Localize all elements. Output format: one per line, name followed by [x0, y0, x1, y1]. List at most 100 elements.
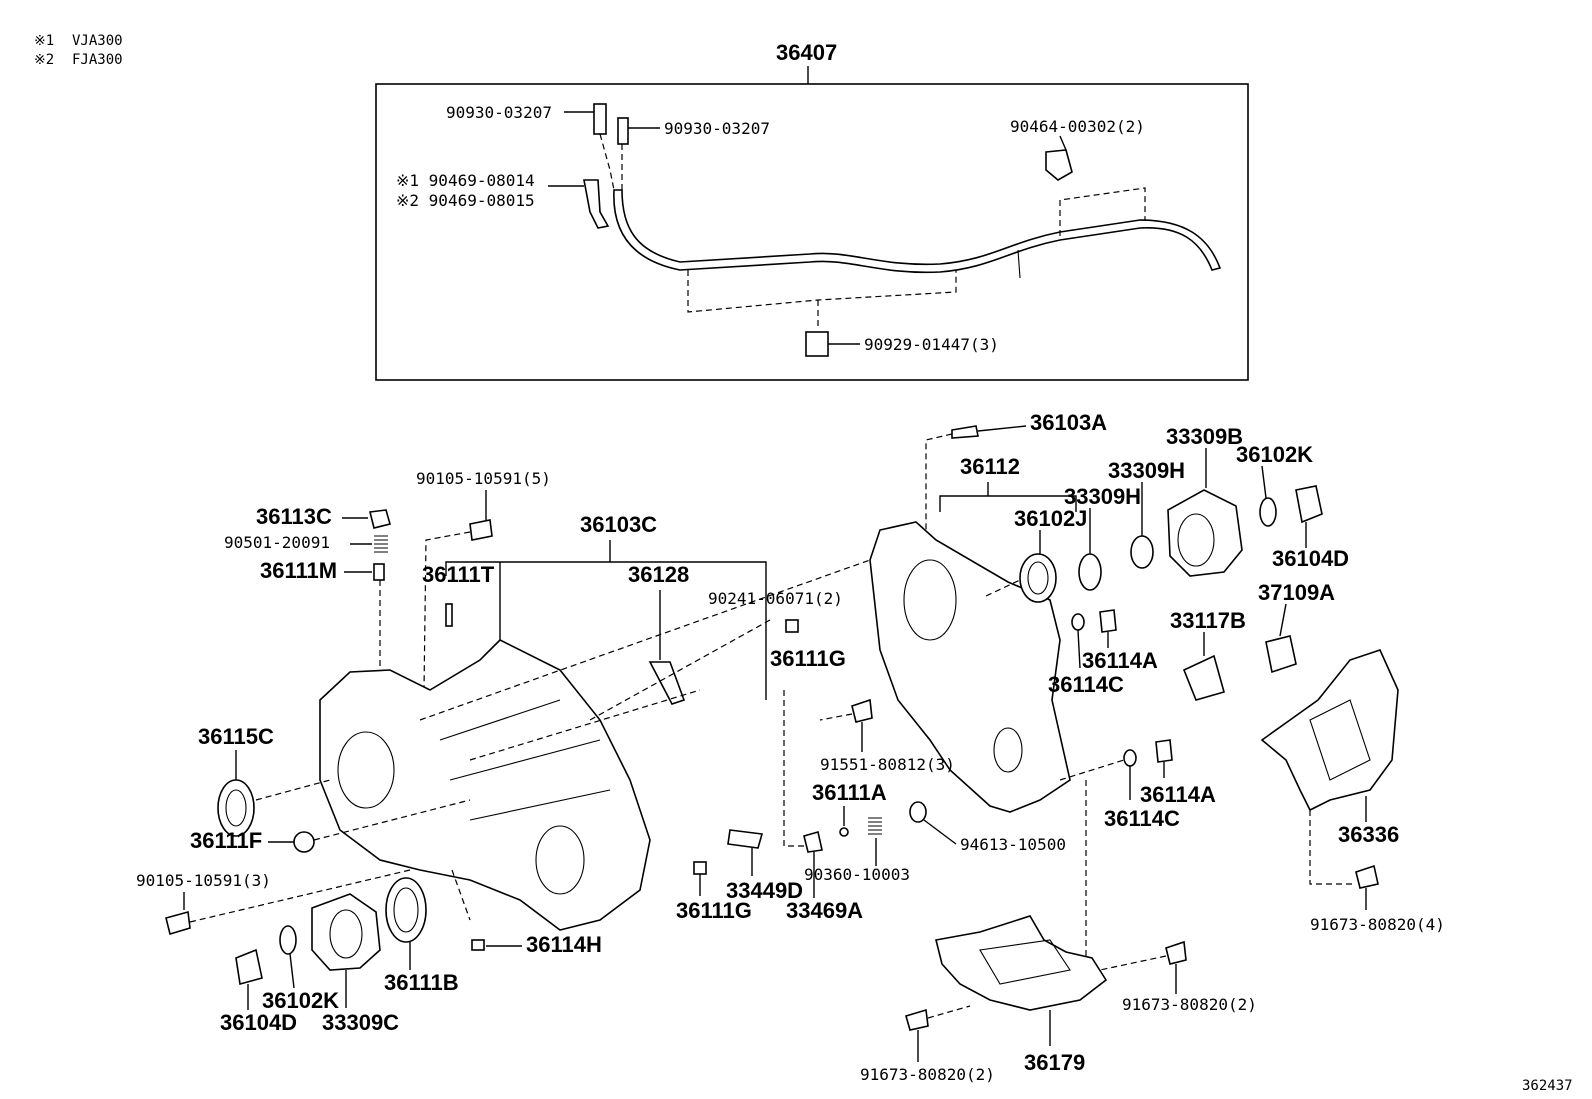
bolt-36103A — [951, 425, 979, 439]
bracket-36336 — [1260, 649, 1399, 812]
label-90105b: 90105-10591(3) — [136, 871, 271, 890]
note-1-text: VJA300 — [72, 33, 123, 49]
block-33449D — [727, 829, 764, 849]
note-2-text: FJA300 — [72, 52, 123, 68]
plug-36114H — [471, 939, 485, 951]
breather-plug-2 — [617, 117, 629, 145]
nut-36104D-r — [1295, 485, 1323, 524]
label-36111G-b: 36111G — [676, 898, 752, 923]
plug-36114A-b — [1155, 739, 1173, 763]
plug-33469A — [803, 830, 823, 853]
label-36111M: 36111M — [260, 558, 337, 583]
note-1-mark: ※1 — [34, 33, 54, 49]
ball-36111A — [839, 827, 849, 837]
label-33469A: 33469A — [786, 898, 863, 923]
hose-bracket — [583, 179, 610, 229]
plug-94613 — [909, 801, 927, 823]
bolt-90105-b — [165, 910, 191, 936]
label-91673a: 91673-80820(4) — [1310, 915, 1445, 934]
label-94613: 94613-10500 — [960, 835, 1066, 854]
transfer-front-case — [319, 639, 651, 931]
label-36111T: 36111T — [422, 562, 495, 587]
label-91673c: 91673-80820(2) — [860, 1065, 995, 1084]
label-36103C: 36103C — [580, 512, 657, 537]
skid-plate-36179 — [935, 915, 1108, 1011]
breather-plug-1 — [593, 103, 607, 135]
label-37109A: 37109A — [1258, 580, 1335, 605]
hose-clip — [805, 331, 829, 357]
label-36114A-b: 36114A — [1140, 782, 1216, 807]
pin-36111M — [373, 563, 385, 581]
spring-90360 — [868, 817, 882, 835]
label-36111B: 36111B — [384, 970, 459, 995]
label-36115C: 36115C — [198, 724, 274, 749]
label-36102K-r: 36102K — [1236, 442, 1313, 467]
label-90464: 90464-00302(2) — [1010, 117, 1145, 136]
label-36336: 36336 — [1338, 822, 1399, 847]
label-36114C-b: 36114C — [1104, 806, 1180, 831]
label-90501: 90501-20091 — [224, 533, 330, 552]
label-33117B: 33117B — [1170, 608, 1246, 633]
nut-36104D-l — [235, 948, 263, 986]
pin-90241 — [785, 619, 799, 633]
label-36128: 36128 — [628, 562, 689, 587]
bolt-91673-c — [905, 1008, 929, 1031]
bracket-37109A — [1265, 635, 1297, 674]
figure-number: 362437 — [1522, 1078, 1573, 1094]
plug-36111F — [293, 831, 315, 853]
ring-36114C-a — [1071, 613, 1085, 631]
breather-hose — [613, 189, 1222, 274]
label-90469b: ※2 90469-08015 — [396, 191, 535, 210]
hose-clamp — [1045, 149, 1073, 181]
bolt-91673-b — [1165, 940, 1187, 965]
bracket-36103C — [445, 540, 767, 700]
ring-36114C-b — [1123, 749, 1137, 767]
label-33309B: 33309B — [1166, 424, 1243, 449]
label-36113C: 36113C — [256, 504, 332, 529]
plug-36114A-a — [1099, 609, 1117, 633]
bracket-36112 — [939, 482, 1077, 512]
bolt-91673-a — [1355, 864, 1379, 889]
label-33309H-a: 33309H — [1064, 484, 1141, 509]
hose-branch — [1017, 249, 1021, 279]
spring-90501 — [374, 535, 388, 553]
plug-36113C — [369, 509, 391, 529]
note-2-mark: ※2 — [34, 52, 54, 68]
label-36179: 36179 — [1024, 1050, 1085, 1075]
label-91673b: 91673-80820(2) — [1122, 995, 1257, 1014]
label-36407: 36407 — [776, 40, 837, 65]
o-ring-36102K-r — [1259, 497, 1277, 527]
label-36114H: 36114H — [526, 932, 602, 957]
label-33309C: 33309C — [322, 1010, 399, 1035]
label-90930b: 90930-03207 — [664, 119, 770, 138]
stud-36111T — [445, 603, 453, 627]
clip-dash — [687, 270, 957, 313]
snap-ring-33309H-b — [1130, 535, 1154, 569]
label-36102K-l: 36102K — [262, 988, 339, 1013]
label-36114A-a: 36114A — [1082, 648, 1158, 673]
label-36111A: 36111A — [812, 780, 887, 805]
label-33449D: 33449D — [726, 878, 803, 903]
label-36102J: 36102J — [1014, 506, 1087, 531]
label-90930a: 90930-03207 — [446, 103, 552, 122]
o-ring-36102K-l — [279, 925, 297, 955]
hose-assembly-box — [375, 83, 1249, 381]
companion-flange-33309C — [311, 893, 381, 971]
label-90360: 90360-10003 — [804, 865, 910, 884]
label-36104D-r: 36104D — [1272, 546, 1349, 571]
oil-seal-36102J — [1019, 553, 1057, 603]
label-90105a: 90105-10591(5) — [416, 469, 551, 488]
label-36111F: 36111F — [190, 828, 262, 853]
label-90469a: ※1 90469-08014 — [396, 171, 535, 190]
leader-90464 — [1059, 135, 1067, 151]
label-90929: 90929-01447(3) — [864, 335, 999, 354]
label-36114C-a: 36114C — [1048, 672, 1124, 697]
label-36112: 36112 — [960, 454, 1020, 479]
snap-ring-33309H-a — [1078, 553, 1102, 591]
label-33309H-b: 33309H — [1108, 458, 1185, 483]
pin-36111G-b — [693, 861, 707, 875]
oil-seal-36111B — [385, 877, 427, 943]
label-90241: 90241-06071(2) — [708, 589, 843, 608]
